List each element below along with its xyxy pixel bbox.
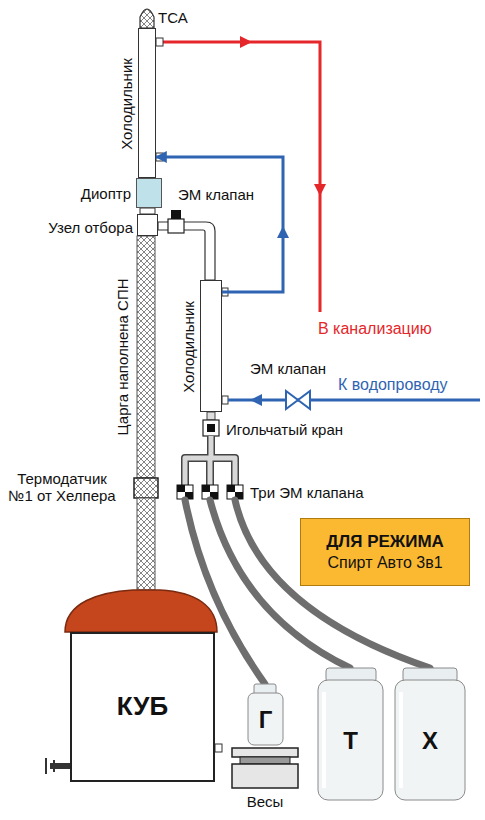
valve-symbol [177, 485, 185, 492]
jar-body [248, 693, 283, 745]
manifold-pipe [185, 436, 235, 485]
line-label: К водопроводу [338, 376, 448, 394]
jar: Г [248, 695, 283, 745]
part-label: ТСА [158, 9, 188, 26]
dioptr-window: Диоптр [136, 178, 162, 208]
valve-symbol [202, 485, 210, 492]
needle-valve-symbol [203, 420, 219, 436]
boiler-dome [65, 590, 217, 632]
column-packing [137, 498, 155, 590]
node-text: Царга наполнена СПН [114, 278, 131, 435]
jar-body [318, 680, 383, 800]
part-label: ЭМ клапан [178, 186, 254, 203]
flow-arrow [250, 394, 262, 406]
node-text: Г [255, 705, 277, 735]
part-label: Три ЭМ клапана [250, 484, 364, 501]
valve-symbol [298, 391, 310, 409]
temperature-sensor: Термодатчик №1 от Хелпера [134, 478, 158, 498]
flow-arrow [240, 36, 252, 48]
line-label: В канализацию [318, 320, 432, 338]
node-text: Диоптр [41, 185, 131, 202]
boiler-box: КУБ [70, 632, 215, 782]
part-label: Игольчатый кран [226, 421, 343, 438]
condenser-tube: Холодильник [200, 280, 222, 412]
drain-valve [46, 758, 54, 774]
needle-valve-symbol [207, 424, 215, 432]
node-text: Х [418, 726, 442, 756]
glass-highlight [324, 692, 401, 788]
mode-box: ДЛЯ РЕЖИМАСпирт Авто 3в1 [300, 518, 470, 586]
cap-symbol [140, 9, 154, 28]
pipe [158, 222, 215, 280]
takeoff-node: Узел отбора [137, 214, 158, 236]
port [222, 396, 228, 404]
water-return-line [156, 157, 283, 292]
node-text: Спирт Авто 3в1 [323, 553, 446, 573]
tap [215, 744, 222, 752]
condenser-tube: Холодильник [138, 28, 156, 178]
node-text: Т [339, 726, 362, 756]
water-line [228, 399, 480, 402]
flow-arrow [314, 184, 326, 196]
node-text: Холодильник [118, 58, 135, 150]
port [156, 38, 163, 46]
valve-symbol [286, 391, 298, 409]
solenoid-symbol [171, 210, 181, 219]
node-text: Узел отбора [15, 219, 133, 236]
scale-base [232, 764, 298, 788]
node-text: ДЛЯ РЕЖИМА [322, 531, 448, 553]
packed-column: Царга наполнена СПН [137, 236, 155, 478]
part-label: ЭМ клапан [250, 360, 326, 377]
valve-symbol [168, 219, 184, 233]
scale: Весы [232, 748, 298, 790]
node-text: Термодатчик №1 от Хелпера [4, 470, 120, 505]
column-packing [137, 236, 155, 478]
node-text: КУБ [113, 691, 172, 723]
scale-platform [232, 748, 298, 757]
scale-platform [240, 757, 290, 764]
node-text: Весы [232, 793, 298, 810]
pipe [207, 412, 215, 420]
manifold-pipe [185, 436, 235, 485]
node-text: Холодильник [180, 301, 197, 393]
jar-body [395, 680, 465, 800]
drain-line [163, 42, 320, 312]
sensor-symbol [134, 478, 158, 498]
valve-symbol [227, 485, 235, 492]
jar: Т [318, 682, 383, 800]
jar: Х [395, 682, 465, 800]
